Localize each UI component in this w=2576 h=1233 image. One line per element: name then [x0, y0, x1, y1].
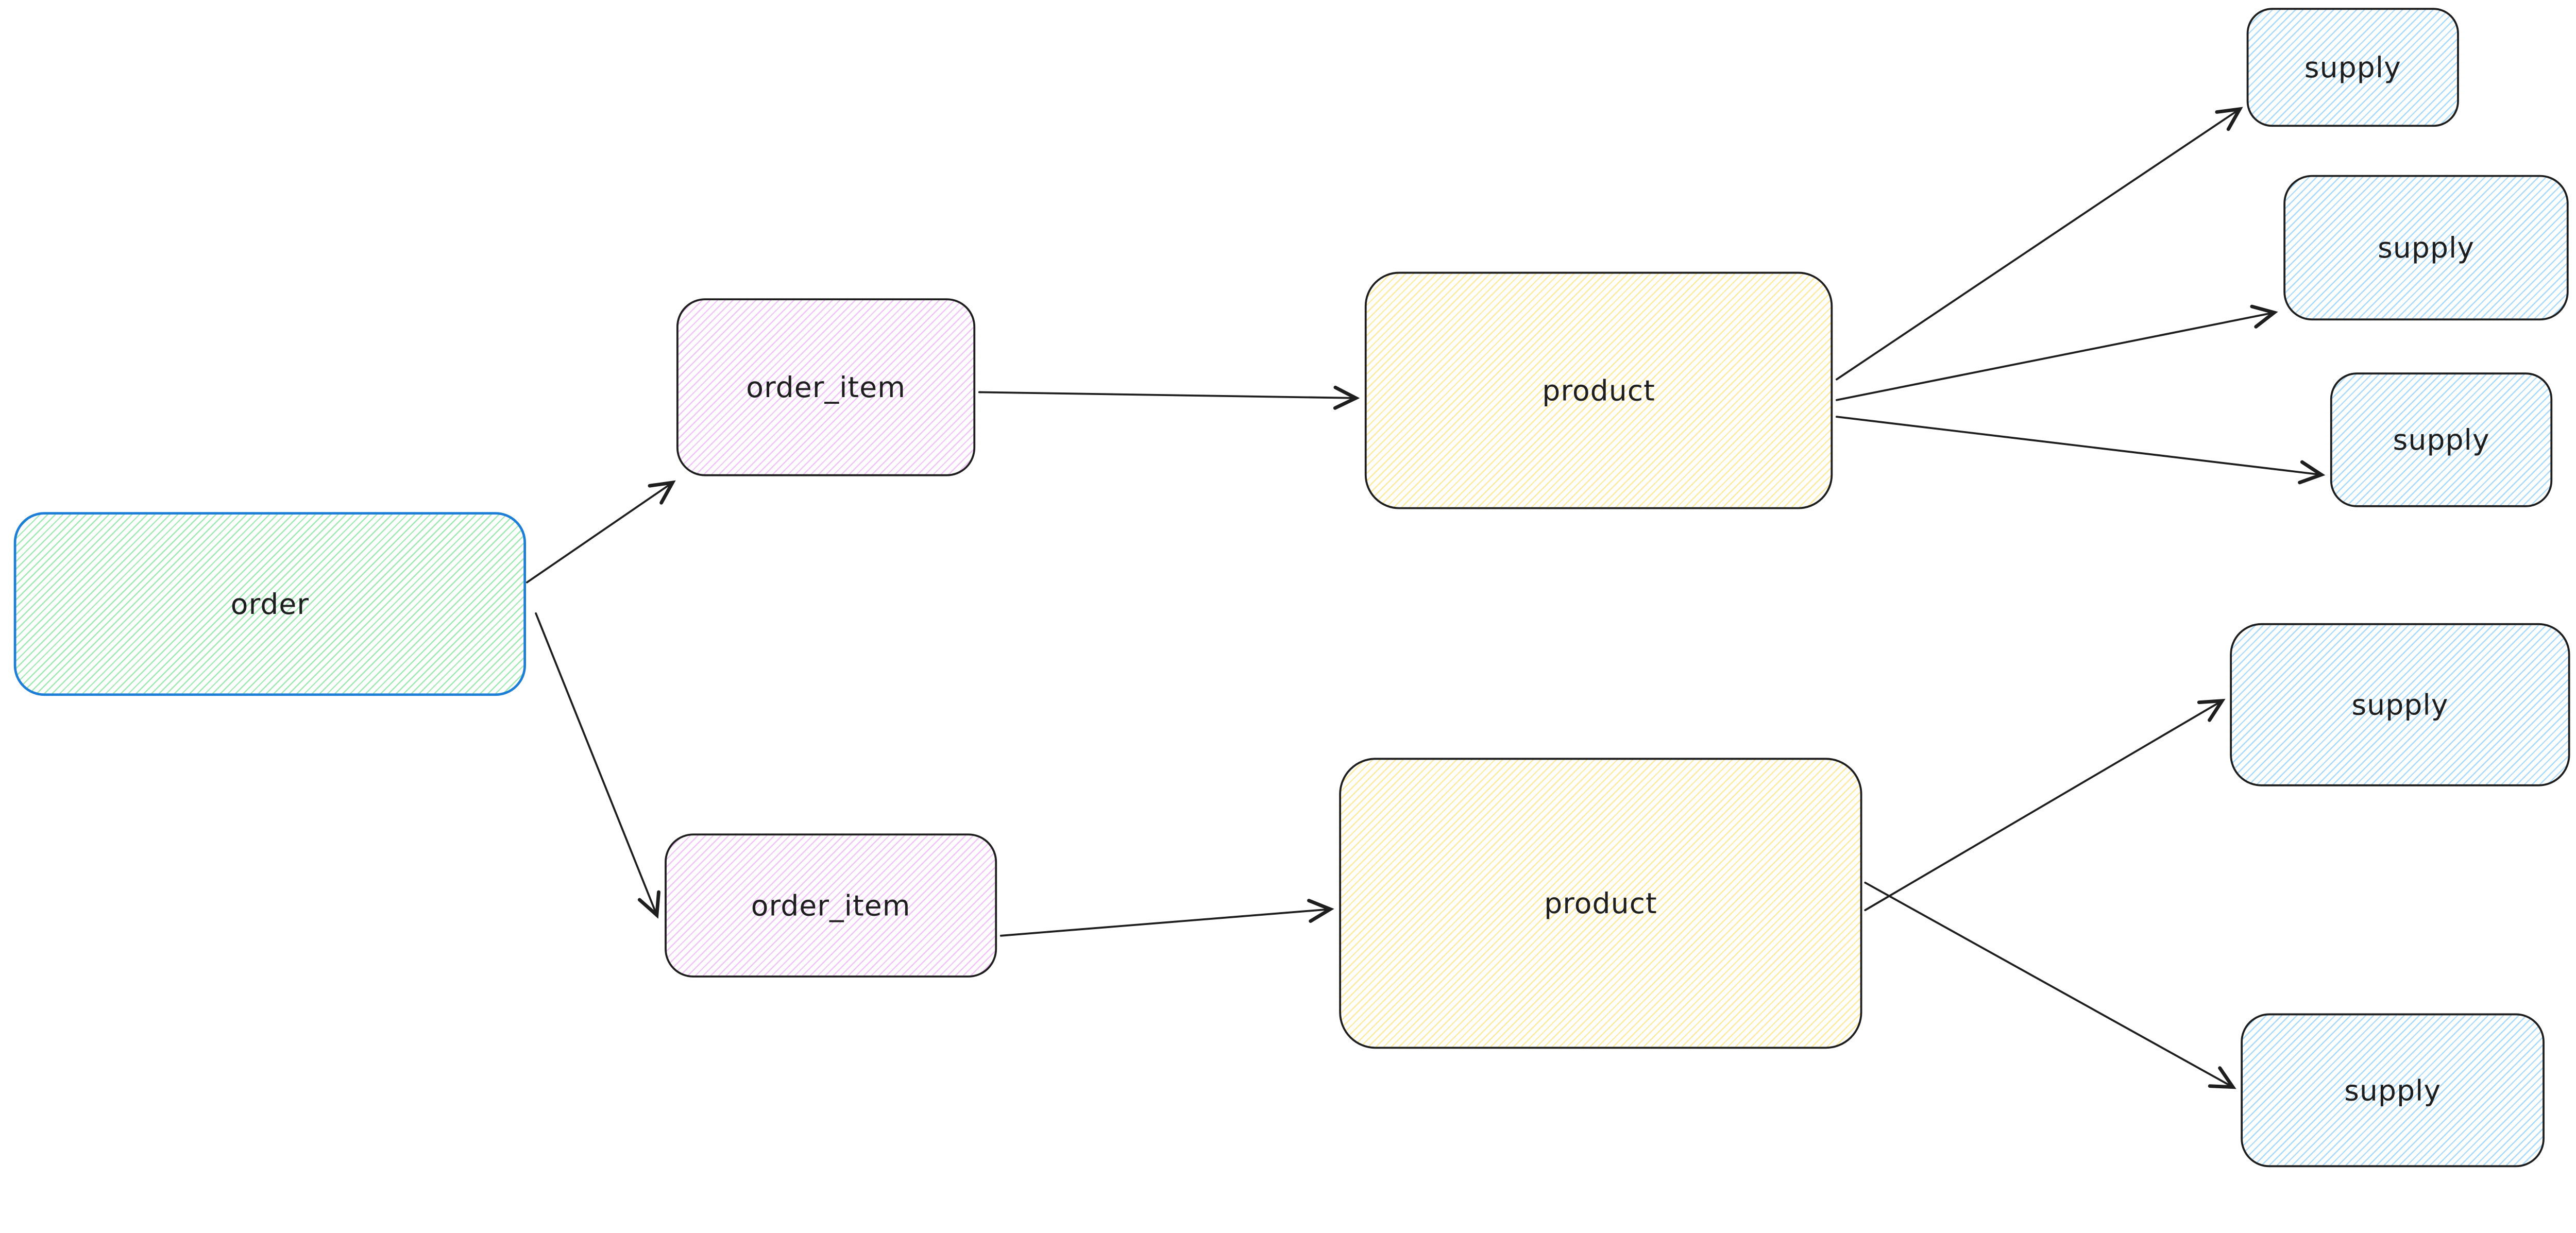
- diagram-canvas: order order_item product supply supply s…: [13, 8, 2570, 1168]
- node-order-item-1-label: order_item: [746, 370, 906, 404]
- arrow-order-item-1-to-product-1[interactable]: [978, 385, 1360, 410]
- arrow-product-1-to-supply-3[interactable]: [1835, 416, 2326, 485]
- node-supply-4-label: supply: [2351, 688, 2449, 722]
- node-supply-1[interactable]: supply: [2246, 8, 2459, 127]
- node-supply-4[interactable]: supply: [2230, 623, 2570, 786]
- node-supply-2[interactable]: supply: [2283, 175, 2569, 321]
- node-order-item-2-label: order_item: [751, 888, 911, 922]
- arrow-order-to-order-item-1[interactable]: [526, 480, 676, 584]
- arrow-product-2-to-supply-4[interactable]: [1864, 698, 2226, 912]
- arrow-order-item-2-to-product-2[interactable]: [999, 899, 1334, 937]
- node-order[interactable]: order: [13, 512, 526, 696]
- node-product-1-label: product: [1542, 373, 1655, 407]
- arrow-order-to-order-item-2[interactable]: [535, 612, 660, 919]
- node-supply-5[interactable]: supply: [2241, 1013, 2545, 1168]
- node-supply-5-label: supply: [2344, 1073, 2442, 1107]
- arrow-product-1-to-supply-2[interactable]: [1835, 304, 2278, 401]
- node-supply-3[interactable]: supply: [2330, 372, 2553, 507]
- node-order-label: order: [230, 587, 310, 621]
- arrow-product-1-to-supply-1[interactable]: [1835, 107, 2243, 381]
- node-supply-2-label: supply: [2377, 231, 2475, 265]
- node-supply-3-label: supply: [2393, 423, 2490, 457]
- node-order-item-1[interactable]: order_item: [676, 298, 976, 476]
- node-product-1[interactable]: product: [1364, 271, 1833, 509]
- arrow-product-2-to-supply-5[interactable]: [1864, 881, 2236, 1089]
- node-supply-1-label: supply: [2304, 50, 2401, 84]
- node-product-2[interactable]: product: [1339, 758, 1862, 1049]
- node-order-item-2[interactable]: order_item: [665, 833, 997, 978]
- node-product-2-label: product: [1544, 886, 1657, 920]
